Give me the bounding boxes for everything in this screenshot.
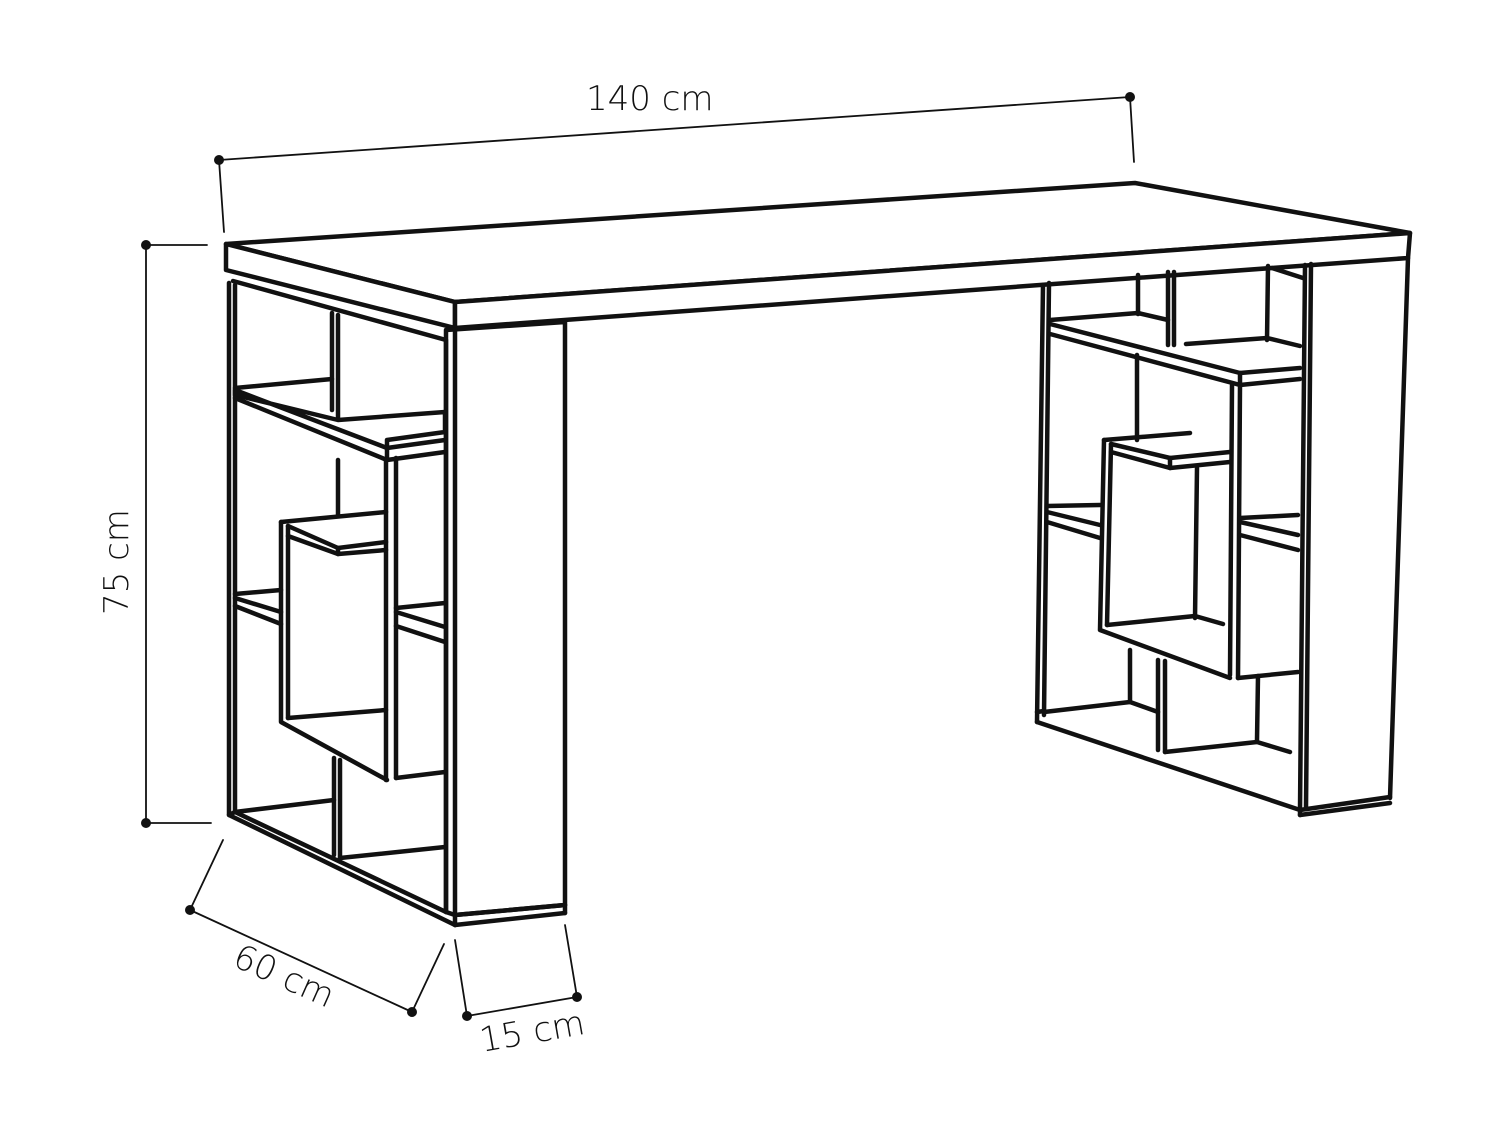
depth-label: 60 cm — [227, 937, 340, 1017]
height-label: 75 cm — [97, 509, 137, 615]
right-shelf-leg — [1034, 255, 1411, 818]
desk-top — [223, 180, 1413, 331]
left-shelf-leg — [226, 278, 568, 928]
depth-dimension: 60 cm — [185, 839, 445, 1017]
width-dimension: 140 cm — [214, 79, 1135, 233]
leg-width-dimension: 15 cm — [454, 924, 588, 1061]
height-dimension: 75 cm — [97, 240, 212, 828]
width-label: 140 cm — [586, 79, 714, 119]
